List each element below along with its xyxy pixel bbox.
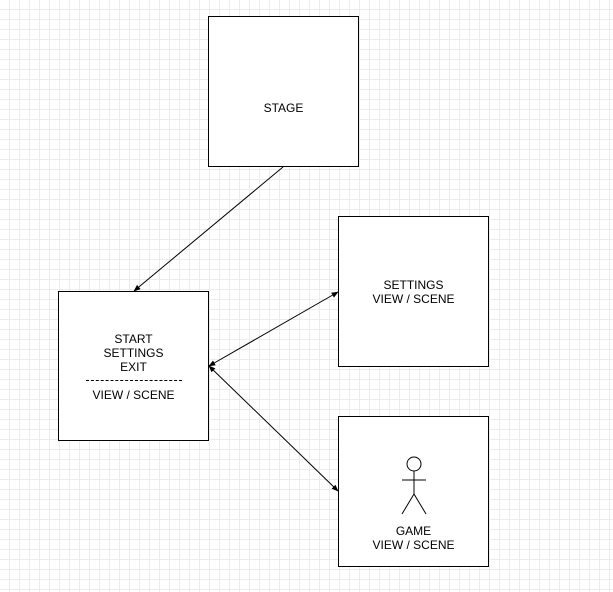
stage-box[interactable]: STAGE bbox=[208, 16, 359, 167]
menu-item-exit: EXIT bbox=[120, 360, 147, 374]
game-view-box[interactable]: GAME VIEW / SCENE bbox=[338, 416, 489, 567]
menu-item-start: START bbox=[114, 332, 153, 346]
game-caption: VIEW / SCENE bbox=[372, 538, 455, 552]
edge-menu-game[interactable] bbox=[208, 365, 339, 492]
stick-figure-actor-icon bbox=[401, 456, 427, 515]
menu-view-box[interactable]: START SETTINGS EXIT VIEW / SCENE bbox=[58, 291, 209, 441]
settings-view-box[interactable]: SETTINGS VIEW / SCENE bbox=[338, 216, 489, 367]
settings-title: SETTINGS bbox=[383, 278, 444, 292]
edge-stage-to-menu[interactable] bbox=[133, 166, 284, 292]
menu-caption: VIEW / SCENE bbox=[92, 388, 175, 402]
stage-label: STAGE bbox=[263, 101, 304, 115]
settings-caption: VIEW / SCENE bbox=[372, 292, 455, 306]
edge-menu-settings[interactable] bbox=[208, 291, 339, 367]
menu-item-settings: SETTINGS bbox=[103, 346, 164, 360]
menu-dashed-divider bbox=[86, 380, 182, 381]
game-title: GAME bbox=[395, 524, 432, 538]
